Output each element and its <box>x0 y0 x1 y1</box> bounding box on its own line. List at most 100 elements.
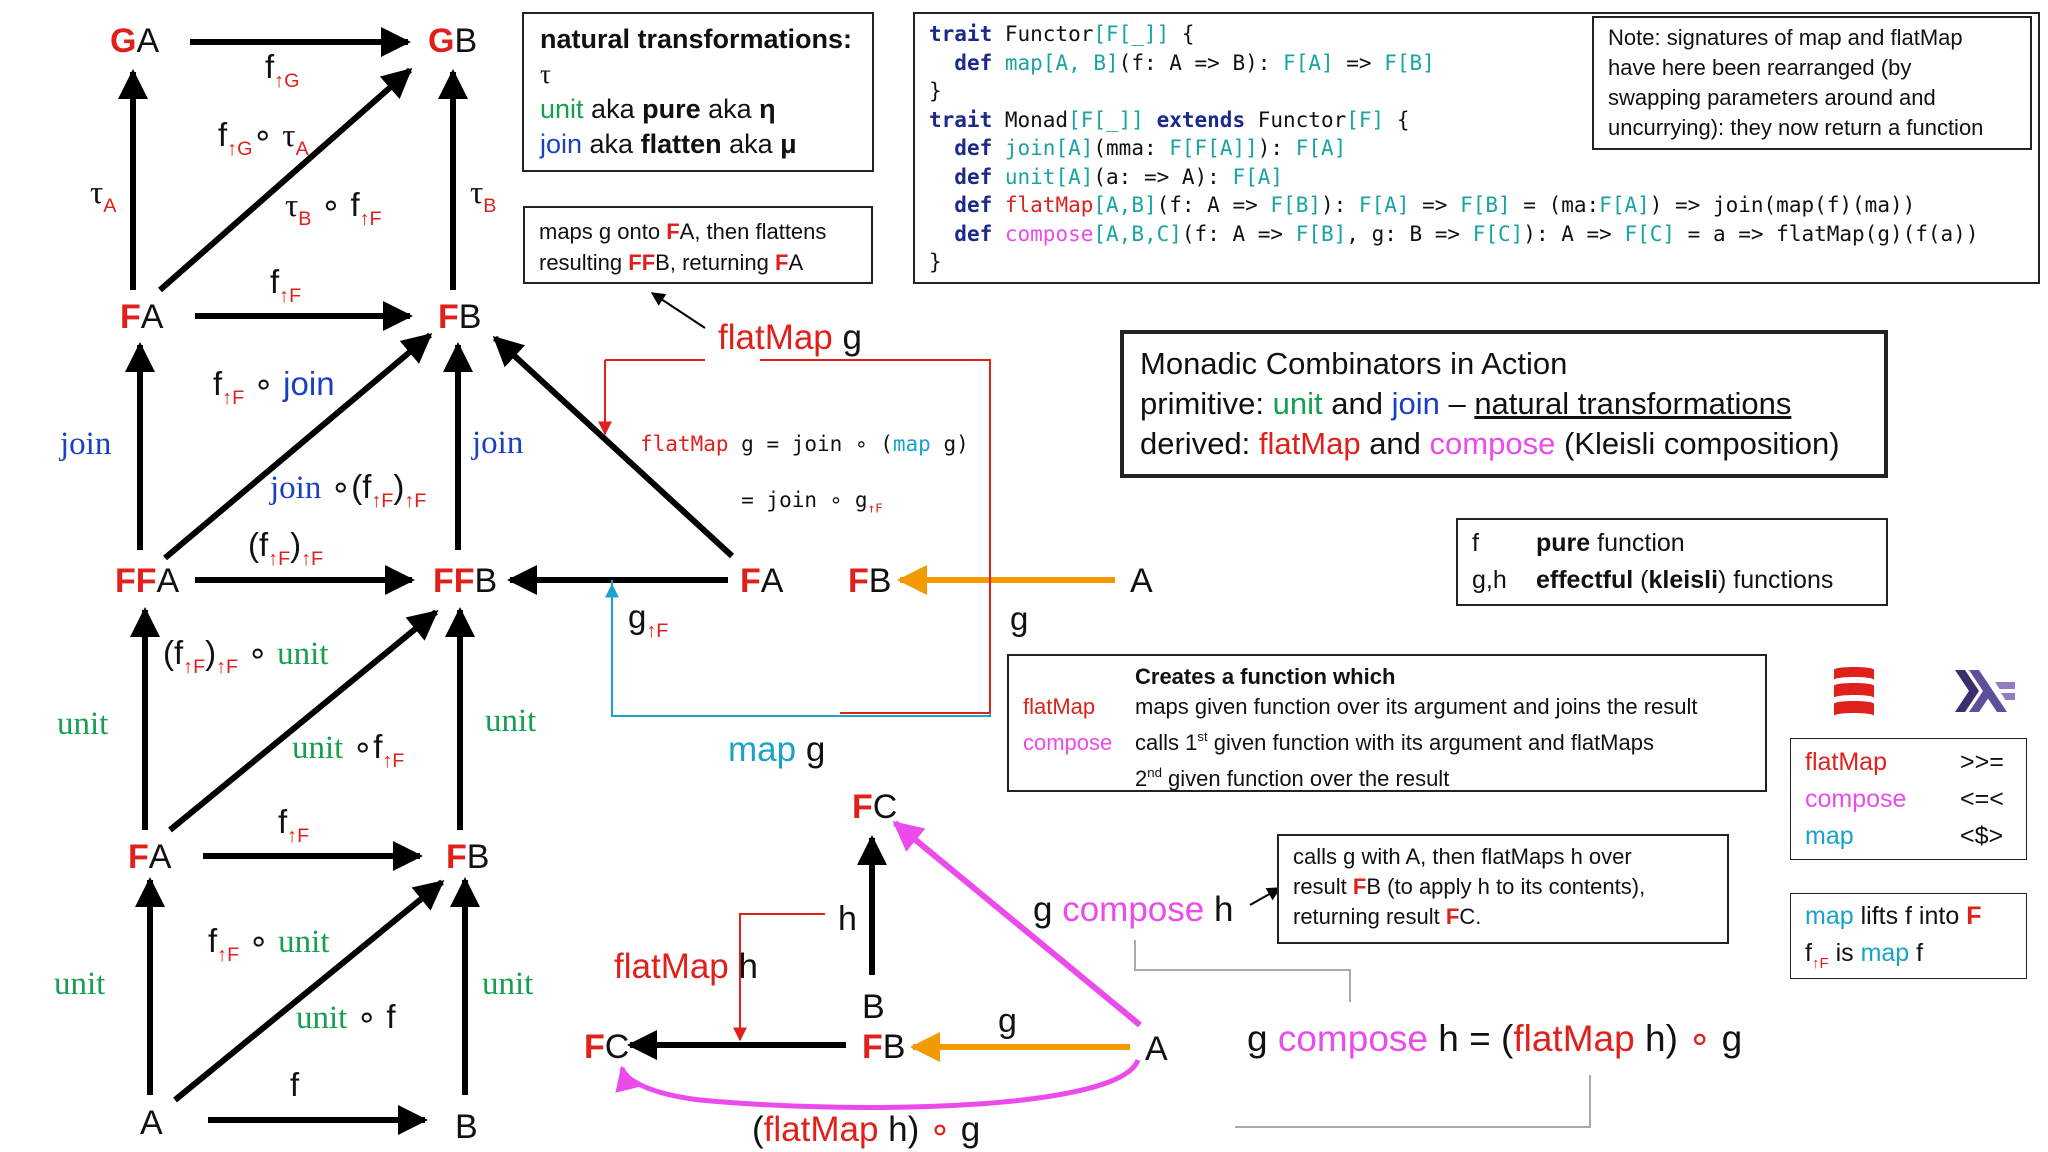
label-tauB: τB <box>470 175 497 217</box>
compose-note-line-3: returning result FC. <box>1293 904 1482 929</box>
creates-title: Creates a function which <box>1135 664 1396 689</box>
derived-line: derived: flatMap and compose (Kleisli co… <box>1140 426 1840 461</box>
note-line-3: swapping parameters around and <box>1608 85 1936 110</box>
node-FC-top: FC <box>852 788 898 826</box>
nat-unit-line: unit aka pure aka η <box>540 94 776 124</box>
node-FB-low: FB <box>446 838 490 876</box>
label-join-left: join <box>60 426 112 462</box>
flatmap-code-line-2: = join ∘ g↑F <box>640 488 883 516</box>
node-FC-bottom: FC <box>584 1028 630 1066</box>
node-FFB: FFB <box>433 562 498 600</box>
label-g-compose: g <box>998 1002 1017 1040</box>
node-GB: GB <box>428 22 478 60</box>
label-f-upF-low: f↑F <box>278 803 310 847</box>
label-f-bottom: f <box>290 1066 300 1103</box>
signature-note-box: Note: signatures of map and flatMap have… <box>1592 16 2032 150</box>
flatmap-note-box: maps g onto FA, then flattens resulting … <box>523 206 873 284</box>
code-line-7: def flatMap[A,B](f: A => F[B]): F[A] => … <box>954 193 1916 217</box>
node-A-compose: A <box>1145 1030 1168 1068</box>
label-f-upF-top: f↑F <box>270 263 302 307</box>
code-line-4: trait Monad[F[_]] extends Functor[F] { <box>929 107 1410 132</box>
label-unit-right-2: unit <box>482 966 534 1002</box>
lift-line-1: map lifts f into F <box>1805 902 1982 930</box>
code-line-1: trait Functor[F[_]] { <box>929 22 1195 46</box>
compose-note-line-2: result FB (to apply h to its contents), <box>1293 874 1646 899</box>
title-box: Monadic Combinators in Action primitive:… <box>1120 330 1888 478</box>
label-f-upG: f↑G <box>265 48 300 92</box>
op-row-compose: compose<=< <box>1805 785 2004 813</box>
node-FB-top: FB <box>438 298 482 336</box>
label-unit-f: unit ∘ f <box>296 998 396 1036</box>
flatmap-note-line-2: resulting FFB, returning FA <box>539 250 804 275</box>
note-line-1: Note: signatures of map and flatMap <box>1608 25 1963 50</box>
op-row-flatMap: flatMap>>= <box>1805 748 2004 776</box>
equation-compose: g compose h = (flatMap h) ∘ g <box>1247 1018 1743 1059</box>
label-flatMap-h: flatMap h <box>614 947 758 986</box>
operators-box: flatMap>>= compose<=< map<$> <box>1790 738 2027 860</box>
label-join-ffupF: join ∘(f↑F)↑F <box>270 468 427 512</box>
label-tauB-fupF: τB ∘ f↑F <box>285 186 382 230</box>
node-A-bottom: A <box>140 1104 163 1142</box>
label-map-g: map g <box>728 730 826 769</box>
node-A-mid: A <box>1130 562 1153 600</box>
label-join-right: join <box>472 425 524 461</box>
flatmap-code: flatMap g = join ∘ (map g) = join ∘ g↑F <box>640 402 969 551</box>
label-g-compose-h: g compose h <box>1033 890 1234 929</box>
label-tauA: τA <box>90 175 117 217</box>
code-line-2: def map[A, B](f: A => B): F[A] => F[B] <box>954 50 1435 75</box>
code-line-6: def unit[A](a: => A): F[A] <box>954 164 1284 189</box>
nat-join-line: join aka flatten aka μ <box>540 129 797 159</box>
node-FA-mid: FA <box>740 562 784 600</box>
code-line-5: def join[A](mma: F[F[A]]): F[A] <box>954 136 1347 160</box>
flatmap-note-line-1: maps g onto FA, then flattens <box>539 219 827 244</box>
label-f-upG-tauA: f↑G∘ τA <box>218 116 309 160</box>
label-ffupF-mid: (f↑F)↑F <box>248 526 324 570</box>
scala-logo-icon <box>1834 667 1874 716</box>
node-FB-mid: FB <box>848 562 892 600</box>
label-unit-left-2: unit <box>54 966 106 1002</box>
label-g-orange: g <box>1010 600 1029 637</box>
natural-transformations-box: natural transformations: τ unit aka pure… <box>522 12 874 172</box>
label-unit-right-1: unit <box>485 703 537 739</box>
map-lift-box: map lifts f into F f↑F is map f <box>1790 893 2027 979</box>
primitive-line: primitive: unit and join – natural trans… <box>1140 386 1792 421</box>
label-flatMap-h-compose-g: (flatMap h) ∘ g <box>752 1110 981 1149</box>
code-line-8: def compose[A,B,C](f: A => F[B], g: B =>… <box>954 221 1979 246</box>
lift-line-2: f↑F is map f <box>1805 939 1924 972</box>
label-unit-left-1: unit <box>57 706 109 742</box>
node-B-bottom: B <box>455 1108 478 1146</box>
label-g-upF: g↑F <box>628 598 669 642</box>
node-FFA: FFA <box>115 562 180 600</box>
nat-title: natural transformations: <box>540 24 853 54</box>
note-line-4: uncurrying): they now return a function <box>1608 115 1984 140</box>
node-FA-low: FA <box>128 838 172 876</box>
haskell-logo-icon <box>1955 670 2015 712</box>
compose-note-line-1: calls g with A, then flatMaps h over <box>1293 844 1632 869</box>
label-flatMap-g: flatMap g <box>718 318 862 357</box>
code-line-3: } <box>929 79 942 103</box>
compose-note-box: calls g with A, then flatMaps h over res… <box>1277 834 1729 944</box>
note-line-2: have here been rearranged (by <box>1608 55 1912 80</box>
label-ffupF-unit: (f↑F)↑F ∘ unit <box>163 634 329 678</box>
creates-compose-row-2: 2nd given function over the result <box>1135 765 1450 792</box>
nat-tau: τ <box>540 59 551 89</box>
node-FA-top: FA <box>120 298 164 336</box>
label-h: h <box>838 900 857 938</box>
node-GA: GA <box>110 22 160 60</box>
label-fupF-unit: f↑F ∘ unit <box>208 922 330 966</box>
node-B-compose: B <box>862 988 885 1026</box>
label-unit-fupF: unit ∘f↑F <box>292 728 405 772</box>
flatmap-code-line-1: flatMap g = join ∘ (map g) <box>640 432 969 456</box>
node-FB-bottom: FB <box>862 1028 906 1066</box>
page-title: Monadic Combinators in Action <box>1140 346 1568 381</box>
code-line-9: } <box>929 250 942 274</box>
label-fupF-join: f↑F ∘ join <box>213 365 335 409</box>
op-row-map: map<$> <box>1805 822 2004 850</box>
